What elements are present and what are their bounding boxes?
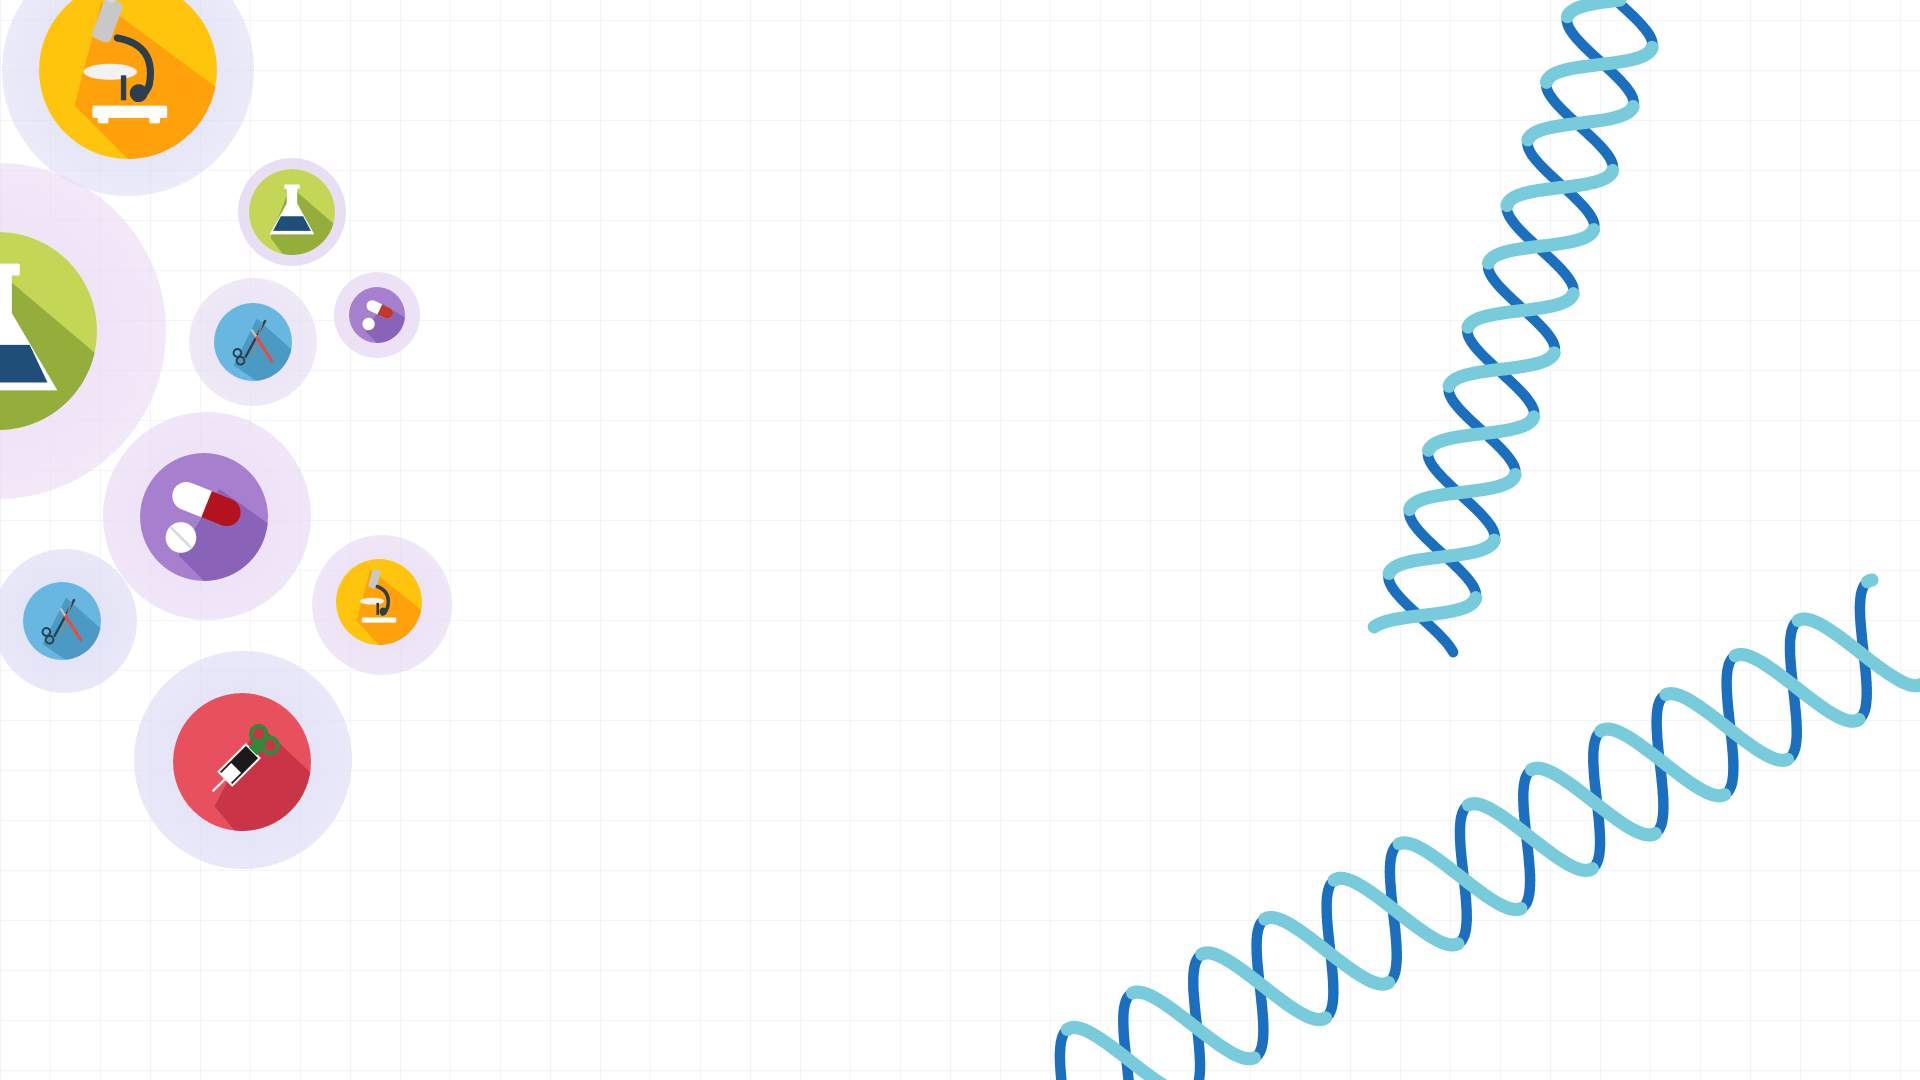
badge-circle	[0, 232, 97, 430]
dna-strand-segment	[1655, 754, 1674, 772]
dna-strand-segment	[1471, 427, 1489, 441]
dna-strand-segment	[1863, 573, 1879, 588]
pills-icon	[349, 287, 405, 343]
microscope-badge-large	[2, 0, 254, 196]
flask-icon	[0, 232, 97, 430]
dna-strand-segment	[1519, 827, 1538, 845]
badge-circle	[214, 303, 292, 381]
badge-circle	[140, 453, 268, 581]
dna-strand-segment	[1582, 791, 1600, 809]
badge-circle	[349, 287, 405, 343]
surgical-tools-icon	[214, 303, 292, 381]
syringe-badge	[134, 651, 352, 869]
pills-badge-small	[334, 272, 420, 358]
dna-strand-segment	[1534, 239, 1551, 253]
pills-icon	[140, 453, 268, 581]
dna-strand-segment	[1848, 642, 1867, 660]
microscope-icon	[39, 0, 217, 159]
dna-strand-segment	[1121, 1053, 1140, 1070]
dna-strand-segment	[1431, 550, 1449, 564]
badge-circle	[173, 693, 311, 831]
dna-strand-segment	[1717, 718, 1736, 736]
surgical-tools-icon	[23, 582, 101, 660]
flask-badge-small	[238, 158, 346, 266]
badge-circle	[39, 0, 217, 159]
dna-strand-segment	[1454, 485, 1472, 499]
microscope-icon	[336, 559, 422, 645]
badge-circle	[336, 559, 422, 645]
dna-strand-segment	[1446, 644, 1459, 658]
microscope-badge-small	[312, 535, 452, 675]
dna-strand-segment	[1388, 903, 1407, 921]
dna-strand-segment	[1451, 867, 1470, 885]
syringe-icon	[173, 693, 311, 831]
dna-strand-segment	[1573, 116, 1591, 130]
dna-strand-segment	[1184, 1017, 1203, 1034]
dna-strand-segment	[1786, 678, 1805, 696]
flask-icon	[249, 169, 335, 255]
pills-badge-large	[103, 412, 311, 620]
badge-circle	[23, 582, 101, 660]
dna-strand-segment	[1252, 976, 1271, 994]
dna-strand-segment	[1414, 608, 1432, 623]
dna-strand-segment	[1550, 181, 1568, 195]
dna-strand-segment	[1609, 0, 1627, 7]
surgical-tools-badge-left	[0, 549, 137, 693]
surgical-tools-badge	[189, 278, 317, 406]
dna-strand-segment	[1590, 57, 1608, 72]
badge-circle	[249, 169, 335, 255]
dna-strand-segment	[1315, 940, 1334, 958]
